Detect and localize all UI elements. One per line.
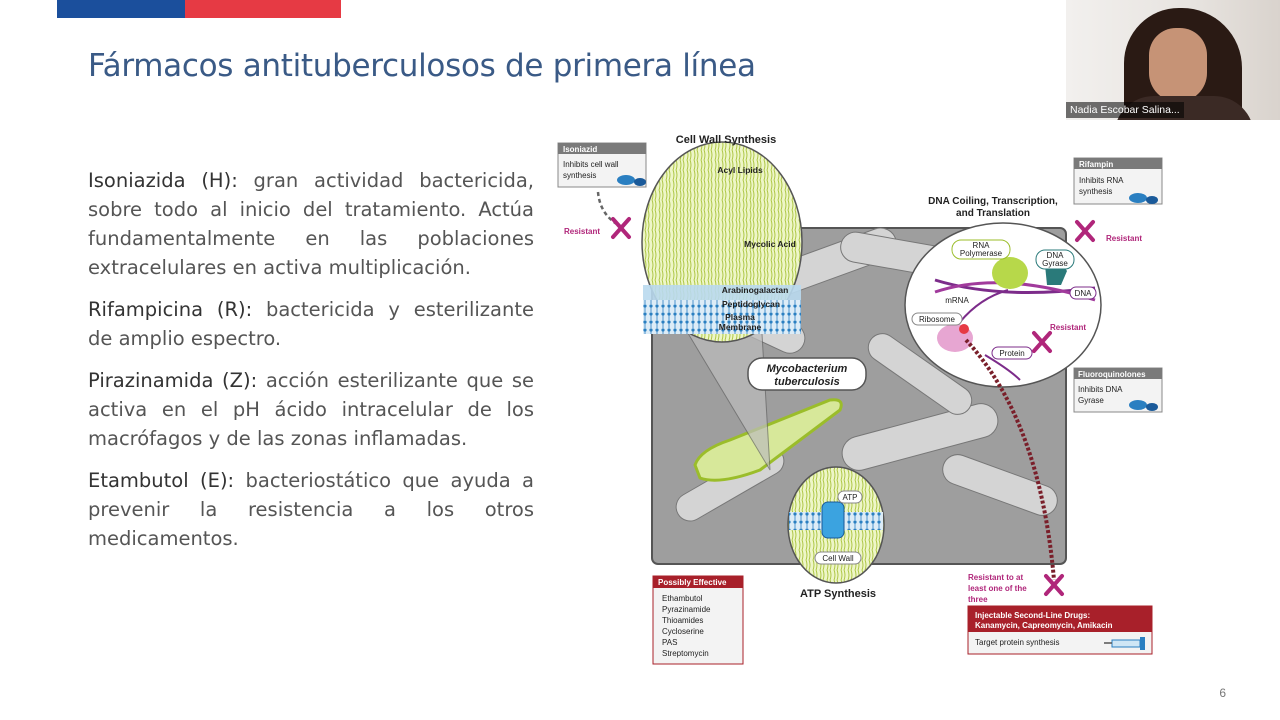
resistant-label-3: Resistant: [1050, 323, 1086, 332]
membrane-label: Membrane: [719, 322, 762, 332]
possibly-effective-item: Streptomycin: [662, 649, 709, 658]
paragraph-isoniazida: Isoniazida (H): gran actividad bacterici…: [88, 166, 534, 282]
tb-drug-mechanism-diagram: Cell Wall Synthesis Acyl Lipids Mycolic …: [548, 126, 1170, 672]
participant-face: [1149, 28, 1207, 102]
dna-gyrase-label-2: Gyrase: [1042, 259, 1068, 268]
term-rifampicina: Rifampicina (R):: [88, 298, 252, 321]
arabinogalactan-label: Arabinogalactan: [722, 285, 789, 295]
resistant-x-icon: [1046, 576, 1062, 594]
term-pirazinamida: Pirazinamida (Z):: [88, 369, 257, 392]
resistant-three-2: least one of the: [968, 584, 1027, 593]
isoniazid-title: Isoniazid: [563, 145, 597, 154]
mycobacterium-label-1: Mycobacterium: [767, 363, 848, 375]
fluoroquinolones-title: Fluoroquinolones: [1078, 370, 1146, 379]
accent-bar-blue: [57, 0, 185, 18]
top-accent-bar: [57, 0, 341, 18]
slide-title: Fármacos antituberculosos de primera lín…: [88, 48, 756, 84]
paragraph-pirazinamida: Pirazinamida (Z): acción esterilizante q…: [88, 366, 534, 453]
isoniazid-desc-1: Inhibits cell wall: [563, 160, 619, 169]
atp-synthesis-title: ATP Synthesis: [800, 588, 876, 600]
cell-wall-label: Cell Wall: [822, 554, 853, 563]
paragraph-rifampicina: Rifampicina (R): bactericida y esteriliz…: [88, 295, 534, 353]
mrna-label: mRNA: [945, 296, 969, 305]
possibly-effective-item: Thioamides: [662, 616, 703, 625]
rna-polymerase-label-2: Polymerase: [960, 249, 1003, 258]
dna-title-1: DNA Coiling, Transcription,: [928, 196, 1058, 207]
resistant-three-3: three: [968, 595, 988, 604]
possibly-effective-item: Cycloserine: [662, 627, 704, 636]
dna-title-2: and Translation: [956, 208, 1030, 219]
isoniazid-desc-2: synthesis: [563, 171, 596, 180]
slide-body: Isoniazida (H): gran actividad bacterici…: [88, 166, 534, 566]
accent-bar-red: [185, 0, 341, 18]
resistant-x-icon: [1077, 222, 1093, 240]
possibly-effective-item: PAS: [662, 638, 677, 647]
acyl-lipids-label: Acyl Lipids: [717, 165, 763, 175]
rifampin-title: Rifampin: [1079, 160, 1113, 169]
resistant-three-1: Resistant to at: [968, 573, 1023, 582]
possibly-effective-title: Possibly Effective: [658, 578, 727, 587]
dna-label: DNA: [1075, 289, 1093, 298]
atp-synthase-shape: [822, 502, 844, 538]
isoniazid-box: Isoniazid Inhibits cell wall synthesis: [558, 143, 646, 187]
cell-wall-title: Cell Wall Synthesis: [676, 134, 776, 146]
term-etambutol: Etambutol (E):: [88, 469, 234, 492]
resistant-x-icon: [613, 219, 629, 237]
resistant-label-2: Resistant: [1106, 234, 1142, 243]
term-isoniazida: Isoniazida (H):: [88, 169, 238, 192]
rna-polymerase-shape: [992, 257, 1028, 289]
participant-name-label: Nadia Escobar Salina...: [1066, 102, 1184, 118]
page-number: 6: [1219, 686, 1226, 700]
participant-video-tile[interactable]: Nadia Escobar Salina...: [1066, 0, 1280, 120]
fluoroquinolones-desc-1: Inhibits DNA: [1078, 385, 1123, 394]
rifampin-box: Rifampin Inhibits RNA synthesis: [1074, 158, 1162, 204]
mycolic-acid-label: Mycolic Acid: [744, 239, 796, 249]
paragraph-etambutol: Etambutol (E): bacteriostático que ayuda…: [88, 466, 534, 553]
mycobacterium-label-2: tuberculosis: [774, 376, 839, 388]
rifampin-desc-2: synthesis: [1079, 187, 1112, 196]
possibly-effective-box: Possibly Effective Ethambutol Pyrazinami…: [653, 576, 743, 664]
fluoroquinolones-desc-2: Gyrase: [1078, 396, 1104, 405]
ribosome-label: Ribosome: [919, 315, 956, 324]
injectable-title-1: Injectable Second-Line Drugs:: [975, 611, 1090, 620]
protein-label: Protein: [999, 349, 1024, 358]
injectable-title-2: Kanamycin, Capreomycin, Amikacin: [975, 621, 1113, 630]
resistant-label-1: Resistant: [564, 227, 600, 236]
peptidoglycan-label: Peptidoglycan: [722, 299, 780, 309]
possibly-effective-item: Ethambutol: [662, 594, 703, 603]
plasma-label: Plasma: [725, 312, 755, 322]
rifampin-desc-1: Inhibits RNA: [1079, 176, 1124, 185]
atp-label: ATP: [843, 493, 858, 502]
injectable-desc: Target protein synthesis: [975, 638, 1060, 647]
fluoroquinolones-box: Fluoroquinolones Inhibits DNA Gyrase: [1074, 368, 1162, 412]
possibly-effective-item: Pyrazinamide: [662, 605, 711, 614]
injectable-box: Injectable Second-Line Drugs: Kanamycin,…: [968, 606, 1152, 654]
